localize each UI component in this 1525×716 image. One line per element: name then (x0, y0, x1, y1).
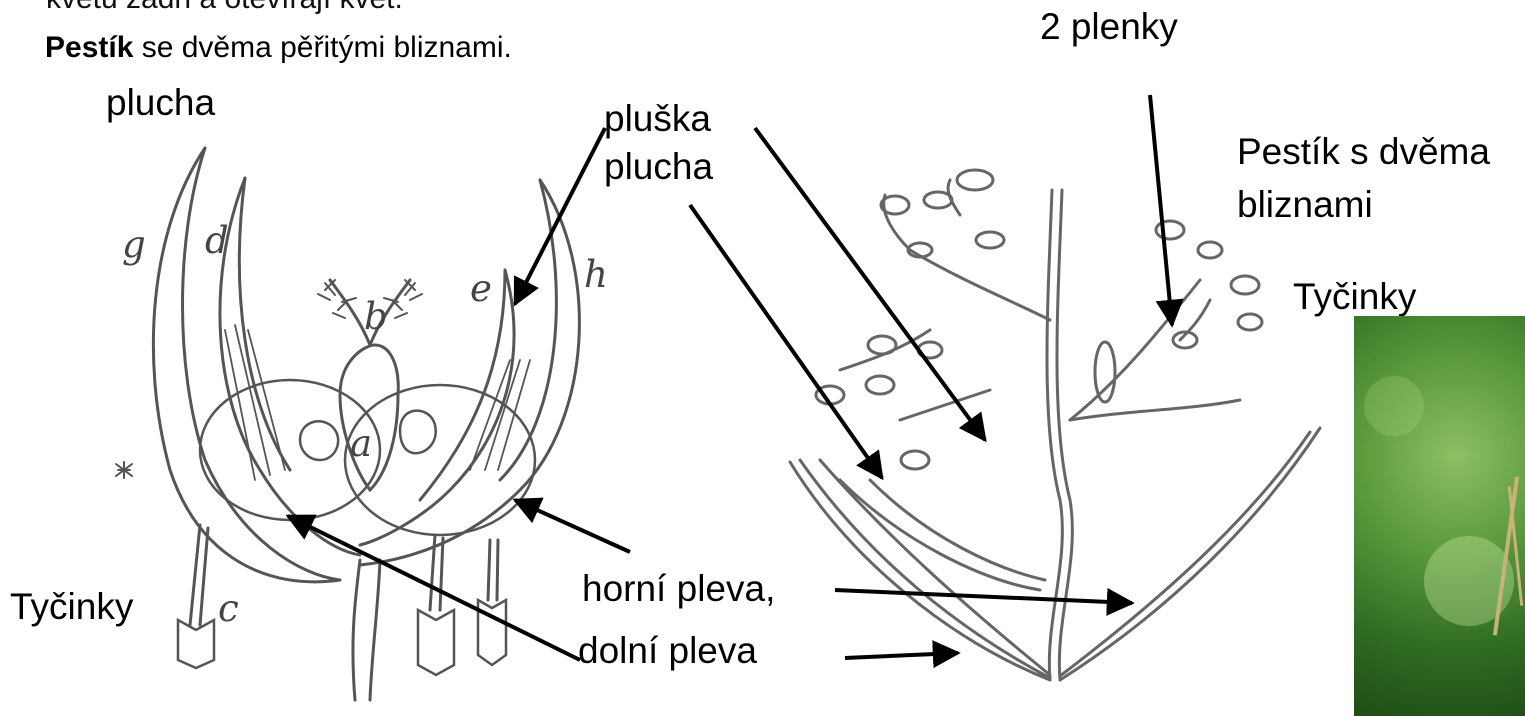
label-pestik-line2: bliznami (1237, 186, 1373, 223)
label-plucha-left: plucha (106, 84, 215, 121)
photo-bokeh (1364, 376, 1424, 436)
grass-flower-photo (1354, 316, 1525, 716)
letter-c: c (218, 590, 239, 627)
label-horni-pleva: horní pleva, (582, 570, 775, 607)
left-flower-sketch (116, 148, 579, 700)
letter-e: e (470, 270, 492, 307)
label-2-plenky: 2 plenky (1040, 8, 1178, 45)
label-tycinky-right: Tyčinky (1293, 278, 1416, 315)
label-plucha-center: plucha (604, 148, 713, 185)
label-tycinky-left: Tyčinky (10, 588, 133, 625)
letter-a: a (350, 425, 372, 462)
label-pestik-line1: Pestík s dvěma (1237, 133, 1490, 170)
letter-g: g (122, 226, 146, 263)
letter-b: b (364, 298, 388, 335)
label-dolni-pleva: dolní pleva (578, 632, 757, 669)
letter-d: d (205, 222, 229, 259)
label-pluska: pluška (604, 100, 711, 137)
letter-h: h (584, 256, 608, 293)
right-spikelet-sketch (790, 170, 1320, 680)
